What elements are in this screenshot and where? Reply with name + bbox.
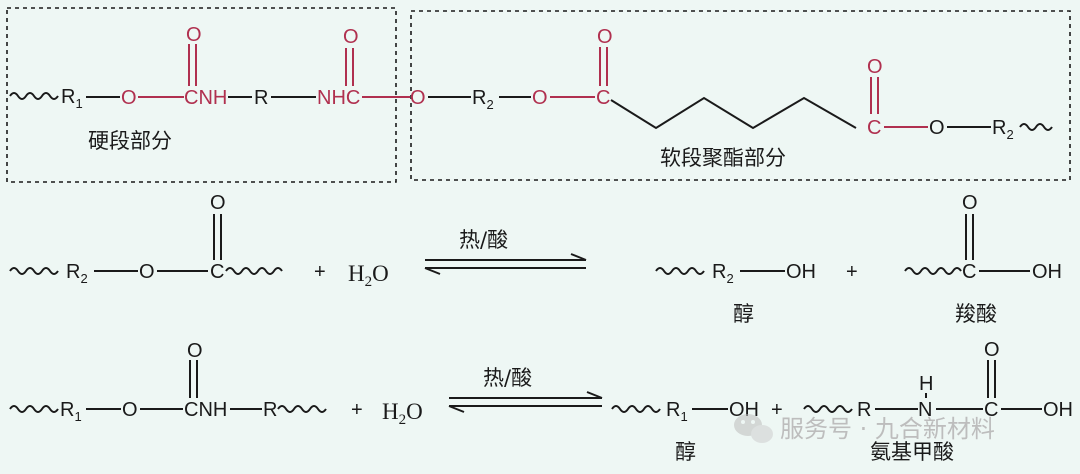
wavy-bond: [225, 267, 283, 275]
carbon-atom: C: [210, 261, 224, 283]
carbonyl-oxygen: O: [597, 26, 613, 48]
alcohol-label: 醇: [675, 440, 696, 464]
arrow-head: [424, 267, 441, 275]
wechat-icon: [734, 414, 773, 443]
carbonyl-oxygen: O: [187, 340, 203, 362]
soft-segment-box: [410, 10, 1071, 181]
alcohol-label: 醇: [733, 302, 754, 326]
hydroxyl-group: OH: [786, 261, 816, 283]
r-group: R: [857, 399, 871, 421]
plus-sign: +: [771, 399, 783, 421]
carbamic-acid-label: 氨基甲酸: [870, 440, 954, 464]
oxygen-atom: O: [410, 87, 426, 109]
plus-sign: +: [846, 261, 858, 283]
hydroxyl-group: OH: [1043, 399, 1073, 421]
oxygen-atom: O: [139, 261, 155, 283]
hydroxyl-group: OH: [1032, 261, 1062, 283]
oxygen-atom: O: [121, 87, 137, 109]
carbamate-cnh: CNH: [184, 87, 227, 109]
wavy-bond: [9, 92, 59, 100]
reaction-condition: 热/酸: [459, 228, 508, 252]
wavy-bond: [9, 405, 59, 413]
hydrogen-atom: H: [919, 373, 933, 395]
r2-atom: R2: [66, 261, 88, 286]
r1-atom: R1: [666, 399, 688, 424]
soft-segment-label: 软段聚酯部分: [660, 146, 786, 170]
wavy-bond: [611, 405, 661, 413]
wavy-bond: [9, 267, 59, 275]
r1-atom: R1: [61, 86, 83, 111]
carbonyl-oxygen: O: [867, 56, 883, 78]
arrow-head: [448, 405, 465, 413]
r1-atom: R1: [60, 399, 82, 424]
carbamate-nhc: NHC: [317, 87, 360, 109]
arrow-head: [570, 253, 587, 261]
plus-sign: +: [314, 261, 326, 283]
reaction-condition: 热/酸: [483, 366, 532, 390]
plus-sign: +: [351, 399, 363, 421]
carbamate-cnh: CNH: [184, 399, 227, 421]
oxygen-atom: O: [929, 117, 945, 139]
r-group: R: [263, 399, 277, 421]
hard-segment-box: [6, 7, 397, 183]
carbonyl-oxygen: O: [343, 26, 359, 48]
carbon-atom: C: [867, 117, 881, 139]
wavy-bond: [904, 267, 962, 275]
r2-atom: R2: [712, 261, 734, 286]
carbon-atom: C: [984, 399, 998, 421]
oxygen-atom: O: [532, 87, 548, 109]
water-formula: H2O: [382, 399, 423, 428]
carbonyl-oxygen: O: [186, 24, 202, 46]
carbonyl-oxygen: O: [984, 339, 1000, 361]
carbonyl-oxygen: O: [962, 192, 978, 214]
carbonyl-oxygen: O: [210, 192, 226, 214]
arrow-head: [586, 391, 603, 399]
oxygen-atom: O: [122, 399, 138, 421]
carbon-atom: C: [962, 261, 976, 283]
r2-atom: R2: [992, 117, 1014, 142]
alkyl-chain: [610, 96, 857, 130]
hard-segment-label: 硬段部分: [88, 129, 172, 153]
water-formula: H2O: [348, 261, 389, 290]
r2-atom: R2: [472, 87, 494, 112]
wavy-bond: [803, 405, 853, 413]
wavy-bond: [277, 405, 327, 413]
watermark-text: 服务号 · 九合新材料: [780, 415, 995, 443]
wavy-bond: [655, 267, 705, 275]
carbon-atom: C: [596, 87, 610, 109]
wavy-bond: [1019, 123, 1053, 131]
carboxylic-acid-label: 羧酸: [955, 302, 997, 326]
nitrogen-atom: N: [918, 399, 932, 421]
r-group: R: [254, 87, 268, 109]
